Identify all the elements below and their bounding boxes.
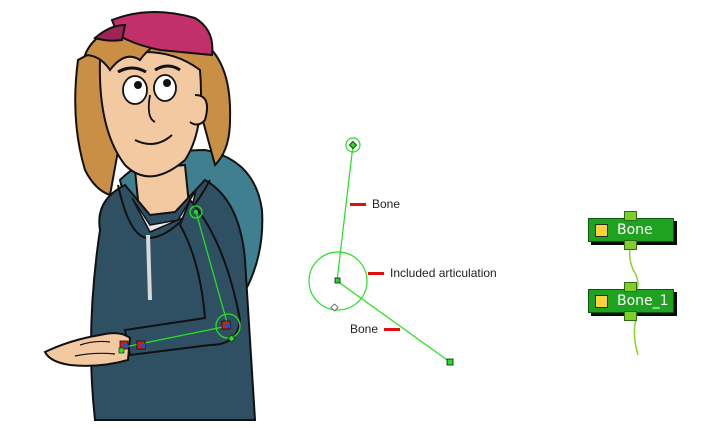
callout-tick-bone-bottom bbox=[384, 328, 400, 331]
node-bone-1-output-port[interactable] bbox=[624, 311, 637, 321]
callout-tick-bone-top bbox=[350, 203, 366, 206]
node-bone-output-port[interactable] bbox=[624, 240, 637, 250]
node-bone-label: Bone bbox=[617, 222, 653, 238]
node-bone-1-label: Bone_1 bbox=[617, 293, 669, 309]
node-bone-1-input-port[interactable] bbox=[624, 282, 637, 292]
node-bone[interactable]: Bone bbox=[588, 211, 674, 250]
node-bone-1[interactable]: Bone_1 bbox=[588, 282, 674, 321]
node-bone-input-port[interactable] bbox=[624, 211, 637, 221]
character-rig-points[interactable] bbox=[118, 210, 236, 354]
callout-bone-top: Bone bbox=[372, 197, 401, 211]
node-bone-toggle[interactable] bbox=[595, 224, 608, 237]
callout-included-articulation: Included articulation bbox=[390, 266, 497, 280]
callout-bone-bottom: Bone bbox=[350, 322, 379, 336]
character-illustration bbox=[43, 11, 264, 421]
node-bone-1-toggle[interactable] bbox=[595, 295, 608, 308]
callout-tick-included-articulation bbox=[368, 272, 384, 275]
bone-diagram bbox=[308, 137, 451, 363]
bone-diagram-points[interactable] bbox=[330, 140, 454, 366]
